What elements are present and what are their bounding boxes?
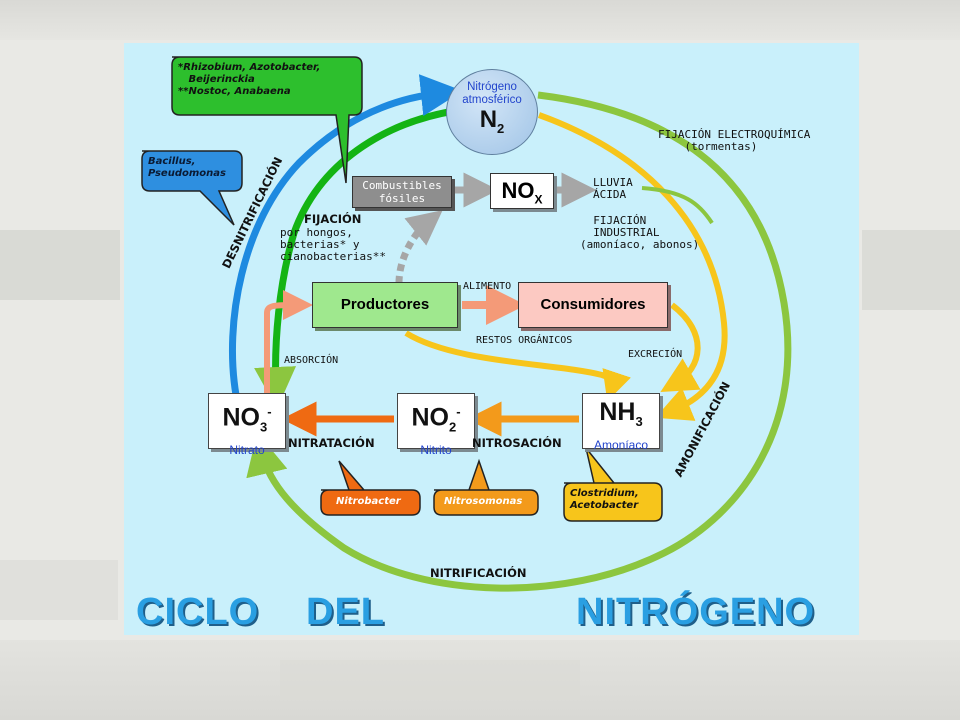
nitratacion-label: NITRATACIÓN — [288, 436, 375, 450]
alimento-label: ALIMENTO — [463, 281, 512, 292]
bacillus-bubble-shape — [141, 150, 243, 226]
excrecion-arrow — [660, 302, 701, 393]
nitrito-formula: NO2- — [411, 403, 461, 435]
nitrificacion-label: NITRIFICACIÓN — [430, 566, 527, 580]
rhizobium-bubble-shape — [171, 56, 363, 184]
nitrosomonas-bubble-shape — [433, 458, 539, 516]
nitrogen-cycle-diagram: Nitrógeno atmosférico N2 *Rhizobium, Azo… — [124, 43, 859, 635]
clostridium-bubble-text: Clostridium, Acetobacter — [570, 488, 639, 511]
nitrato-formula: NO3- — [222, 403, 272, 435]
rhizobium-bubble-text: *Rhizobium, Azotobacter, Beijerinckia **… — [178, 62, 321, 97]
combustibles-fosiles-box: Combustibles fósiles — [352, 176, 452, 208]
fijacion-organisms-label: por hongos, bacterias* y cianobacterias*… — [280, 226, 386, 263]
nitrito-label: Nitrito — [420, 443, 452, 458]
background-band-right — [862, 230, 960, 310]
n2-node: Nitrógeno atmosférico N2 — [446, 69, 538, 155]
clostridium-bubble-shape — [563, 447, 663, 522]
productores-label: Productores — [340, 296, 430, 313]
fijacion-industrial-label: FIJACIÓN INDUSTRIAL (amoníaco, abonos) — [580, 214, 700, 251]
restos-organicos-label: RESTOS ORGÁNICOS — [476, 335, 573, 346]
bacillus-bubble-text: Bacillus, Pseudomonas — [148, 156, 226, 179]
consumidores-label: Consumidores — [540, 296, 646, 313]
background-band-left — [0, 230, 120, 300]
restos-organicos-arrow — [404, 330, 631, 402]
nox-formula: NOX — [501, 178, 543, 207]
title-word-del: DEL — [306, 591, 385, 633]
n2-formula: N2 — [479, 106, 505, 136]
background-band-lower-left — [0, 560, 118, 620]
title-word-nitrogeno: NITRÓGENO — [576, 591, 816, 633]
lluvia-acida-label: LLUVIA ÁCIDA — [593, 176, 633, 201]
nitrobacter-bubble-shape — [320, 460, 421, 516]
fijacion-industrial-arc — [537, 112, 728, 421]
n2-label: Nitrógeno atmosférico — [462, 81, 522, 106]
amoniaco-formula: NH3 — [599, 398, 643, 429]
amoniaco-label: Amoníaco — [593, 438, 649, 452]
combustion-dashed-arrow — [395, 210, 443, 284]
absorcion-arrow — [264, 290, 313, 393]
cycle-arrows — [141, 56, 792, 592]
nitrobacter-bubble-text: Nitrobacter — [336, 496, 401, 507]
nitrosacion-label: NITROSACIÓN — [472, 436, 562, 450]
excrecion-label: EXCRECIÓN — [628, 349, 683, 360]
productores-box: Productores — [312, 282, 458, 328]
fijacion-title: FIJACIÓN — [304, 212, 362, 226]
nitrosomonas-bubble-text: Nitrosomonas — [444, 496, 523, 507]
title-word-ciclo: CICLO — [136, 591, 260, 633]
fijacion-electroquimica-label: FIJACIÓN ELECTROQUÍMICA (tormentas) — [658, 128, 811, 153]
nitrato-box: NO3- Nitrato — [208, 393, 286, 457]
lluvia-arrow — [641, 186, 714, 225]
nitrato-label: Nitrato — [229, 443, 265, 458]
background-band-bottom-center — [280, 660, 580, 700]
desnitrificacion-arc — [228, 74, 463, 396]
nitrito-box: NO2- Nitrito — [397, 393, 475, 457]
absorcion-label: ABSORCIÓN — [284, 355, 339, 366]
consumidores-box: Consumidores — [518, 282, 668, 328]
amoniaco-box: NH3 Amoníaco — [582, 393, 660, 452]
fijacion-arc — [254, 107, 455, 409]
combustibles-fosiles-label: Combustibles fósiles — [362, 179, 442, 205]
background-band-top — [0, 0, 960, 40]
nitrificacion-arc — [246, 91, 792, 592]
nox-box: NOX — [490, 173, 554, 209]
